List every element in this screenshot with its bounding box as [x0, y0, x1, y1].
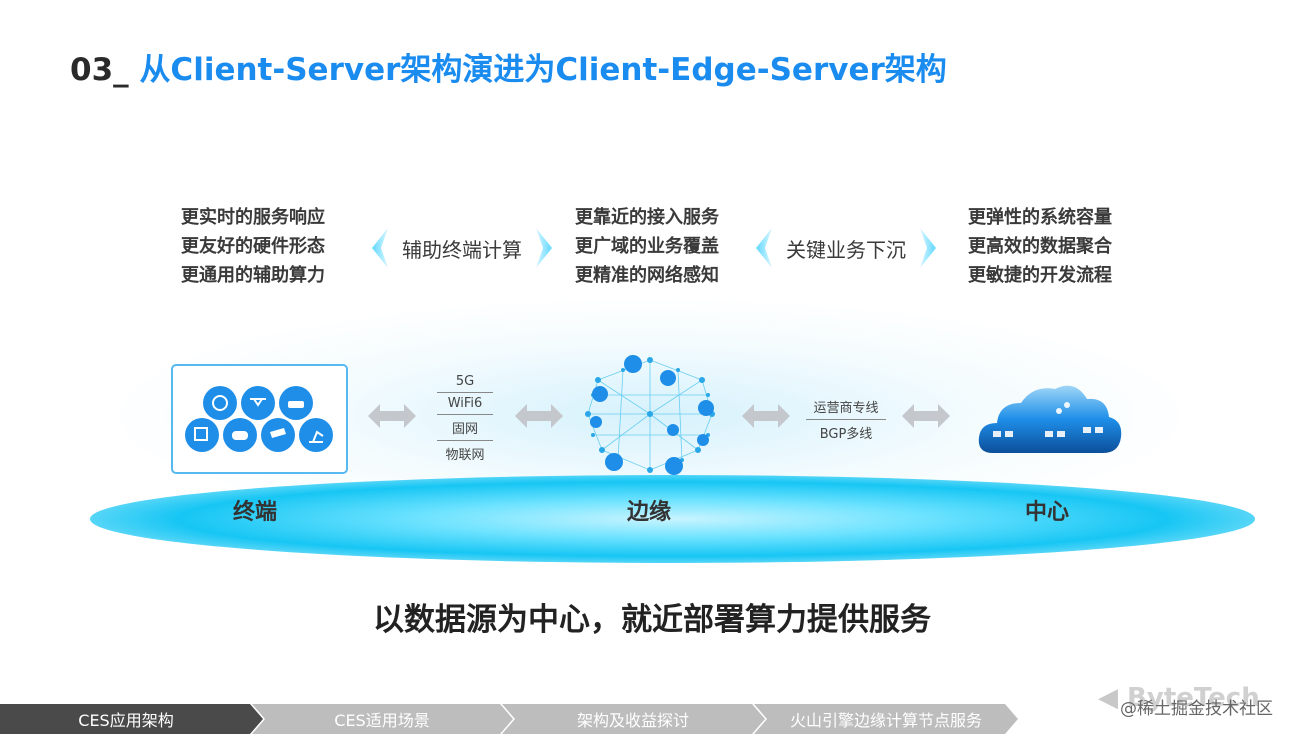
footer-nav: CES应用架构 CES适用场景 架构及收益探讨 火山引擎边缘计算节点服务 — [0, 704, 1304, 734]
pill-label: 关键业务下沉 — [786, 237, 906, 262]
glow-platform — [90, 475, 1255, 563]
network-types-terminal-edge: 5G WiFi6 固网 物联网 — [437, 372, 493, 465]
feature-item: 更友好的硬件形态 — [181, 236, 325, 257]
chevron-left-icon — [756, 228, 772, 268]
node-label-center: 中心 — [1025, 500, 1070, 525]
footer-tab-ces-architecture[interactable]: CES应用架构 — [78, 711, 174, 730]
cloud-datacenter-icon — [978, 385, 1122, 453]
drone-icon — [241, 386, 275, 420]
network-label: 运营商专线 — [813, 401, 879, 416]
brain-icon — [203, 386, 237, 420]
double-arrow-icon — [742, 404, 790, 428]
footer-tab-volcengine-edge-service[interactable]: 火山引擎边缘计算节点服务 — [789, 711, 982, 730]
feature-item: 更通用的辅助算力 — [181, 265, 325, 286]
double-arrow-icon — [902, 404, 950, 428]
camera-icon — [261, 418, 295, 452]
feature-item: 更精准的网络感知 — [575, 265, 719, 286]
terminal-features: 更实时的服务响应 更友好的硬件形态 更通用的辅助算力 — [181, 203, 325, 290]
network-label: 固网 — [451, 422, 478, 437]
feature-item: 更弹性的系统容量 — [968, 207, 1112, 228]
pill-key-business-sink: 关键业务下沉 — [752, 226, 940, 270]
watermark: @稀土掘金技术社区 — [1120, 699, 1273, 719]
gamepad-icon — [223, 418, 257, 452]
feature-item: 更靠近的接入服务 — [575, 207, 719, 228]
robot-arm-icon — [299, 418, 333, 452]
network-label: 5G — [455, 374, 475, 389]
monitor-icon — [185, 418, 219, 452]
edge-features: 更靠近的接入服务 更广域的业务覆盖 更精准的网络感知 — [575, 203, 719, 290]
terminal-devices-box — [171, 364, 348, 474]
bytetech-logo: ◀ ByteTech — [1098, 683, 1260, 713]
footer-tab-architecture-benefits[interactable]: 架构及收益探讨 — [576, 711, 689, 730]
node-label-terminal: 终端 — [233, 500, 278, 525]
edge-network-sphere-icon — [585, 355, 715, 475]
slogan: 以数据源为中心，就近部署算力提供服务 — [373, 602, 931, 638]
car-icon — [279, 386, 313, 420]
pill-assist-terminal: 辅助终端计算 — [368, 226, 556, 270]
footer-tab-ces-scenarios[interactable]: CES适用场景 — [334, 711, 430, 730]
network-label: WiFi6 — [447, 396, 483, 411]
chevron-left-icon — [372, 228, 388, 268]
section-number: 03_ — [70, 52, 129, 88]
feature-item: 更高效的数据聚合 — [968, 236, 1112, 257]
node-label-edge: 边缘 — [627, 500, 672, 525]
feature-item: 更敏捷的开发流程 — [968, 265, 1112, 286]
feature-item: 更广域的业务覆盖 — [575, 236, 719, 257]
chevron-right-icon — [536, 228, 552, 268]
double-arrow-icon — [515, 404, 563, 428]
pill-label: 辅助终端计算 — [402, 237, 522, 262]
center-features: 更弹性的系统容量 更高效的数据聚合 更敏捷的开发流程 — [968, 203, 1112, 290]
double-arrow-icon — [368, 404, 416, 428]
chevron-right-icon — [920, 228, 936, 268]
network-types-edge-center: 运营商专线 BGP多线 — [806, 395, 886, 444]
network-label: BGP多线 — [819, 427, 873, 442]
page-title: 03_ 从Client-Server架构演进为Client-Edge-Serve… — [70, 44, 947, 89]
network-label: 物联网 — [445, 448, 485, 463]
feature-item: 更实时的服务响应 — [181, 207, 325, 228]
title-text: 从Client-Server架构演进为Client-Edge-Server架构 — [139, 52, 947, 88]
